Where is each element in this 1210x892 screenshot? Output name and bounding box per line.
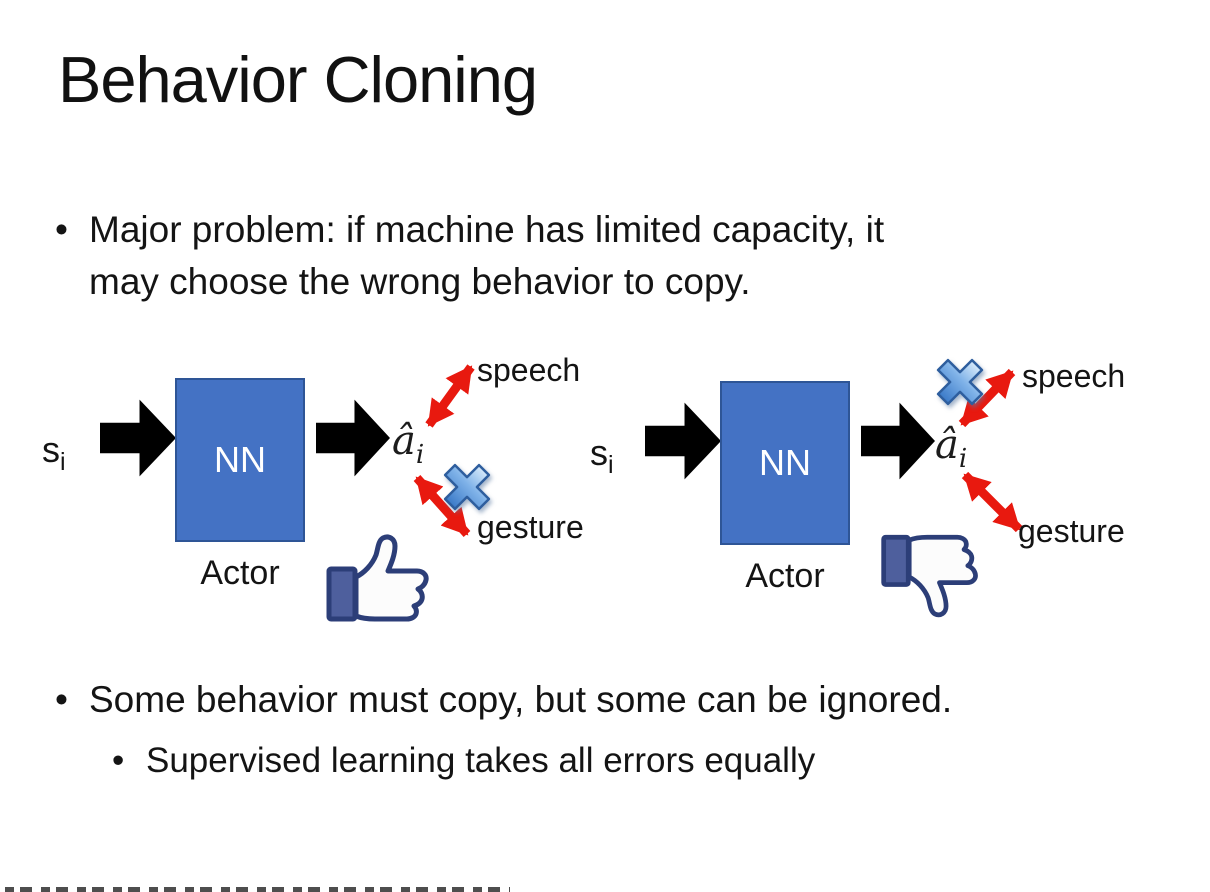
diagram-left: si NN Actor âi speech gesture <box>20 345 640 640</box>
slide-title: Behavior Cloning <box>58 43 538 116</box>
bullet-supervised-learning: • Supervised learning takes all errors e… <box>112 737 815 785</box>
bullet-line2: may choose the wrong behavior to copy. <box>89 261 751 302</box>
gesture-branch-arrow-icon <box>413 475 471 537</box>
nn-box-label: NN <box>214 439 266 480</box>
state-label: si <box>590 432 614 480</box>
output-arrow-icon <box>861 402 935 480</box>
speech-branch-arrow-icon <box>425 364 475 428</box>
action-label: âi <box>392 418 425 470</box>
bullet-major-problem-text: Major problem: if machine has limited ca… <box>89 204 884 308</box>
bullet-dot: • <box>112 741 125 780</box>
bullet-supervised-learning-text: Supervised learning takes all errors equ… <box>146 741 816 780</box>
speech-label: speech <box>477 352 581 388</box>
actor-label: Actor <box>200 554 280 592</box>
output-arrow-icon <box>316 399 390 477</box>
speech-label: speech <box>1022 358 1126 394</box>
gesture-label: gesture <box>1018 513 1125 549</box>
speech-branch-arrow-icon <box>958 368 1016 428</box>
action-label: âi <box>935 422 968 474</box>
cross-out-icon <box>443 463 491 511</box>
bullet-some-behavior-text: Some behavior must copy, but some can be… <box>89 679 953 720</box>
state-label: si <box>42 429 66 477</box>
nn-box: NN <box>175 378 305 542</box>
nn-box: NN <box>720 381 850 545</box>
cross-out-icon <box>936 358 984 406</box>
cutoff-text-strip <box>5 887 510 892</box>
diagram-right: si NN Actor âi speech gesture <box>565 348 1185 643</box>
bullet-line1: Major problem: if machine has limited ca… <box>89 209 885 250</box>
nn-box-label: NN <box>759 442 811 483</box>
gesture-label: gesture <box>477 509 584 545</box>
bullet-dot: • <box>55 209 68 250</box>
thumbs-down-icon <box>881 534 978 618</box>
thumbs-up-icon <box>326 534 429 622</box>
gesture-branch-arrow-icon <box>961 471 1023 533</box>
bullet-some-behavior: • Some behavior must copy, but some can … <box>55 674 952 726</box>
input-arrow-icon <box>645 402 721 480</box>
actor-label: Actor <box>745 557 825 595</box>
input-arrow-icon <box>100 399 176 477</box>
bullet-dot: • <box>55 679 68 720</box>
bullet-major-problem: • Major problem: if machine has limited … <box>55 204 884 308</box>
